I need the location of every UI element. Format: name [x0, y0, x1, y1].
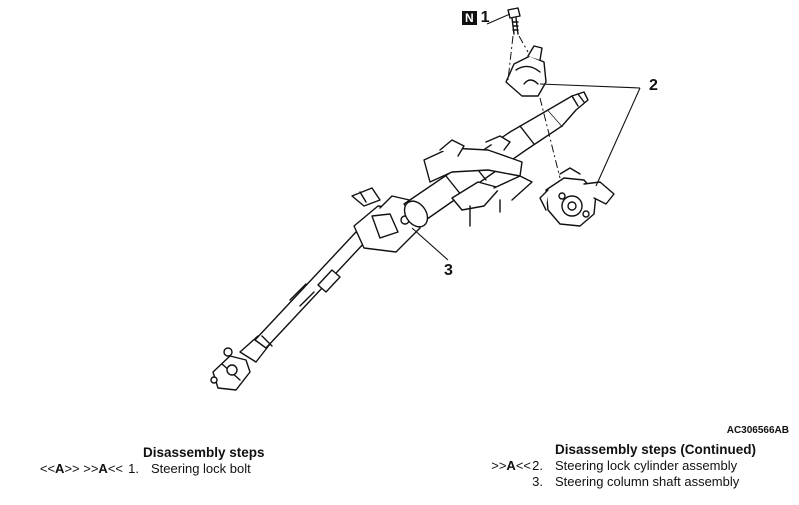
step-row-1: <<A>> >>A<< 1. Steering lock bolt	[4, 461, 265, 477]
leader-line-2a	[539, 83, 641, 89]
steps-heading: Disassembly steps	[143, 445, 265, 460]
non-reusable-badge: N	[462, 11, 477, 25]
figure-code: AC306566AB	[726, 425, 789, 436]
steps-heading-continued: Disassembly steps (Continued)	[555, 442, 757, 457]
step-marker: >>A<<	[491, 458, 531, 473]
step-number: 2.	[532, 458, 543, 473]
bolt-alignment-line-right	[518, 35, 529, 53]
lock-cylinder-assembly	[539, 167, 615, 227]
step-text: Steering lock cylinder assembly	[555, 458, 738, 473]
step-marker-empty	[460, 474, 531, 490]
step-row-2: >>A<< 2. Steering lock cylinder assembly	[460, 458, 756, 474]
step-number: 3.	[532, 474, 543, 489]
disassembly-steps-left: Disassembly steps <<A>> >>A<< 1. Steerin…	[4, 445, 265, 477]
lock-alignment-line	[539, 97, 561, 179]
upper-shaft-end	[547, 91, 589, 127]
column-mounting-bracket	[423, 135, 533, 227]
bolt-alignment-line-left	[507, 35, 514, 81]
step-text: Steering lock bolt	[151, 461, 251, 476]
step-number: 1.	[128, 461, 139, 476]
steering-lock-bolt	[507, 7, 521, 35]
disassembly-steps-right: Disassembly steps (Continued) >>A<< 2. S…	[460, 442, 756, 490]
lower-universal-joint	[210, 335, 271, 391]
leader-line-2b	[595, 87, 641, 187]
leader-line-3	[411, 227, 449, 261]
step-row-3: 3. Steering column shaft assembly	[460, 474, 756, 490]
callout-1: N 1	[462, 9, 490, 27]
step-text: Steering column shaft assembly	[555, 474, 740, 489]
steering-column-diagram	[210, 7, 641, 391]
step-marker: <<A>> >>A<<	[39, 461, 123, 476]
callout-1-number: 1	[480, 9, 490, 26]
leader-line-1	[486, 13, 511, 25]
callout-3: 3	[444, 262, 453, 279]
steering-lock-bracket	[505, 45, 547, 97]
intermediate-shaft	[254, 231, 367, 349]
callout-2: 2	[649, 77, 658, 94]
